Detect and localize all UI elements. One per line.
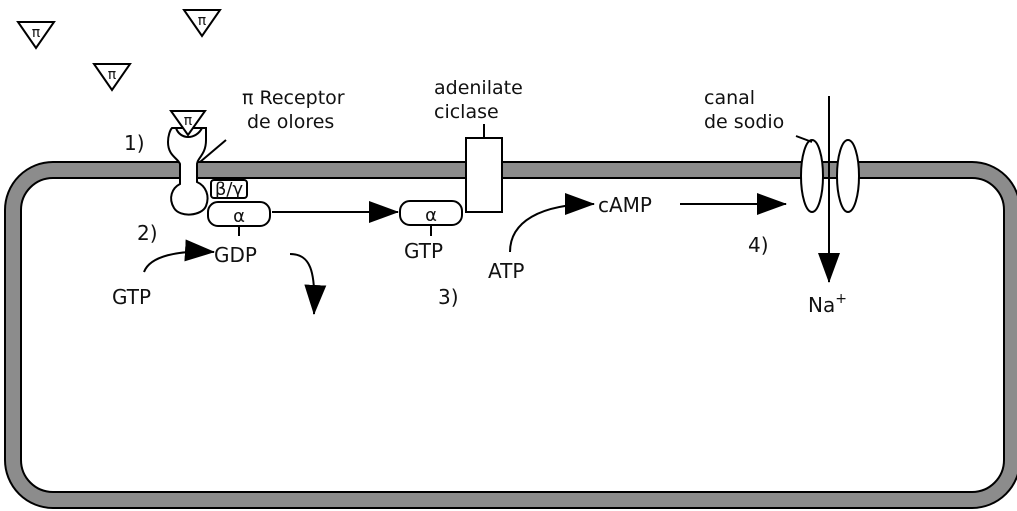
odor-receptor: π [166, 110, 227, 216]
cell-membrane-fill [6, 163, 1017, 507]
sodium-symbol: Na [808, 293, 835, 317]
alpha-label: α [233, 206, 245, 227]
sodium-charge: + [835, 291, 847, 307]
atp-label: ATP [488, 259, 524, 283]
odorant-molecule: π [92, 63, 132, 92]
adenylate-cyclase [465, 137, 503, 213]
receptor-label-line2: de olores [247, 111, 334, 133]
step-4-label: 4) [748, 233, 769, 257]
adenylate-label-line1: adenilate [434, 77, 523, 99]
gtp-exchange-arrow [143, 239, 215, 273]
odorant-molecule: π [182, 9, 222, 38]
odorant-symbol: π [198, 13, 207, 29]
gtp-input-label: GTP [112, 285, 151, 309]
odorant-symbol: π [32, 25, 41, 41]
atp-conversion-arrow [509, 193, 595, 253]
camp-label: cAMP [598, 193, 652, 217]
sodium-channel-right [836, 139, 860, 213]
odorant-symbol: π [184, 113, 193, 129]
cell-membrane [4, 161, 1017, 509]
gdp-label: GDP [214, 243, 257, 267]
step-3-label: 3) [438, 285, 459, 309]
g-protein-beta-gamma [210, 179, 248, 199]
gtp-bound-label: GTP [404, 239, 443, 263]
bound-odorant: π [169, 110, 207, 137]
gdp-release-arrow [289, 253, 327, 315]
sodium-channel-left [800, 139, 824, 213]
odorant-molecule: π [16, 21, 56, 50]
g-protein-alpha-active [399, 200, 463, 226]
step-1-label: 1) [124, 131, 145, 155]
sodium-ion-label: Na+ [808, 291, 847, 317]
sodium-channel-label-line2: de sodio [704, 111, 784, 133]
step-2-label: 2) [137, 221, 158, 245]
g-protein-alpha [207, 201, 271, 227]
adenylate-label-line2: ciclase [434, 101, 499, 123]
receptor-label-line1: π Receptor [242, 87, 345, 109]
odorant-symbol: π [108, 67, 117, 83]
alpha-label: α [425, 205, 437, 226]
beta-gamma-label: β/γ [215, 179, 244, 200]
sodium-channel-label-line1: canal [704, 87, 755, 109]
